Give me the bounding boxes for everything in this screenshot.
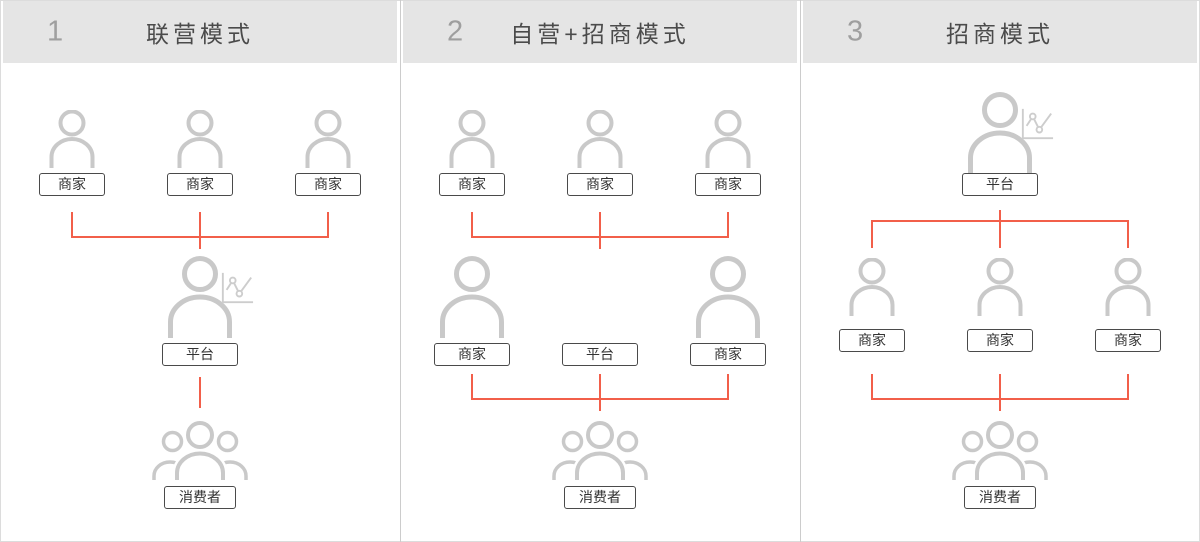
connector-line: [599, 374, 601, 400]
merchant-label: 商家: [167, 173, 233, 196]
consumer-label: 消费者: [564, 486, 636, 509]
connector-line: [471, 212, 473, 238]
connector-line: [999, 400, 1001, 411]
people-group-icon: [950, 420, 1050, 480]
merchant-label: 商家: [690, 343, 766, 366]
person-icon: [305, 110, 351, 168]
consumer-label: 消费者: [964, 486, 1036, 509]
connector-line: [727, 212, 729, 238]
person-icon: [49, 110, 95, 168]
consumer-label: 消费者: [164, 486, 236, 509]
column-self-plus-investment: 2 自营+招商模式 商家 商家 商家 商家 平台 商家 消费者: [400, 0, 800, 542]
merchant-label: 商家: [39, 173, 105, 196]
person-icon: [177, 110, 223, 168]
merchant-label: 商家: [967, 329, 1033, 352]
connector-line: [999, 210, 1001, 222]
column-3-header: 3 招商模式: [803, 1, 1197, 63]
line-chart-icon: [221, 271, 254, 304]
column-2-number: 2: [447, 15, 464, 48]
person-icon: [977, 258, 1023, 316]
person-icon: [849, 258, 895, 316]
person-icon: [438, 256, 506, 338]
merchant-label: 商家: [295, 173, 361, 196]
connector-line: [327, 212, 329, 238]
connector-line: [1127, 222, 1129, 248]
merchant-label: 商家: [839, 329, 905, 352]
connector-line: [471, 374, 473, 400]
column-3-title: 招商模式: [946, 21, 1054, 47]
column-investment: 3 招商模式 平台 商家 商家 商家 消费者: [800, 0, 1200, 542]
column-1-title: 联营模式: [146, 21, 254, 47]
connector-line: [599, 212, 601, 238]
column-2-header: 2 自营+招商模式: [403, 1, 797, 63]
column-2-title: 自营+招商模式: [510, 21, 690, 47]
person-icon: [694, 256, 762, 338]
column-joint-operation: 1 联营模式 商家 商家 商家 平台 消费者: [0, 0, 400, 542]
connector-line: [1127, 374, 1129, 400]
platform-label: 平台: [962, 173, 1038, 196]
connector-line: [471, 398, 729, 400]
people-group-icon: [550, 420, 650, 480]
connector-line: [71, 236, 329, 238]
connector-line: [727, 374, 729, 400]
connector-line: [199, 377, 201, 408]
platform-label: 平台: [162, 343, 238, 366]
connector-line: [871, 398, 1129, 400]
column-1-header: 1 联营模式: [3, 1, 397, 63]
person-icon: [449, 110, 495, 168]
person-icon: [1105, 258, 1151, 316]
merchant-label: 商家: [439, 173, 505, 196]
connector-line: [71, 212, 73, 238]
column-1-number: 1: [47, 15, 64, 48]
connector-line: [871, 222, 873, 248]
connector-line: [999, 222, 1001, 248]
person-icon: [577, 110, 623, 168]
column-3-number: 3: [847, 15, 864, 48]
people-group-icon: [150, 420, 250, 480]
merchant-label: 商家: [567, 173, 633, 196]
connector-line: [871, 374, 873, 400]
column-divider: [800, 0, 801, 542]
connector-line: [599, 238, 601, 249]
connector-line: [871, 220, 1129, 222]
column-divider: [400, 0, 401, 542]
merchant-label: 商家: [1095, 329, 1161, 352]
person-icon: [705, 110, 751, 168]
connector-line: [471, 236, 729, 238]
connector-line: [599, 400, 601, 411]
connector-line: [199, 212, 201, 238]
merchant-label: 商家: [434, 343, 510, 366]
merchant-label: 商家: [695, 173, 761, 196]
connector-line: [199, 238, 201, 249]
platform-label: 平台: [562, 343, 638, 366]
connector-line: [999, 374, 1001, 400]
line-chart-icon: [1021, 107, 1054, 140]
